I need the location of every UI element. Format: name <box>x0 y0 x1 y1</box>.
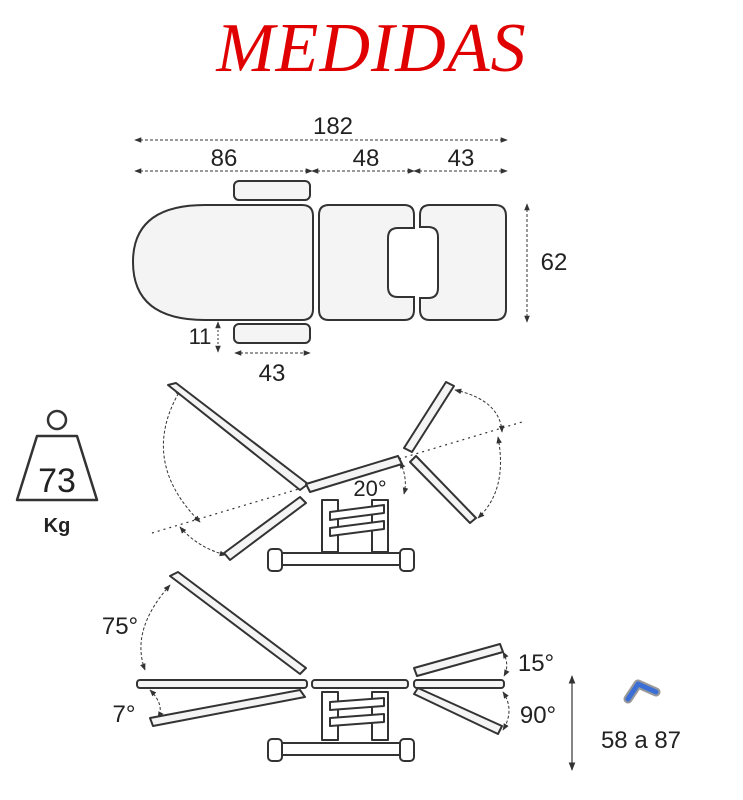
tilt-view <box>151 381 523 572</box>
armrest-bottom <box>233 323 311 344</box>
pedal-icon <box>623 679 661 704</box>
dim-total-label: 182 <box>313 113 353 140</box>
page-title: MEDIDAS <box>216 10 527 87</box>
dim-head-label: 86 <box>211 145 238 172</box>
leg-section <box>419 204 507 321</box>
legs-up-angle-label: 15° <box>518 650 554 677</box>
back-down-angle-label: 7° <box>113 701 136 728</box>
dim-armrest-length-label: 43 <box>259 360 286 387</box>
weight-value: 73 <box>38 462 76 500</box>
dim-legs-label: 43 <box>448 145 475 172</box>
top-view <box>131 137 530 356</box>
tilt-angle-label: 20° <box>353 476 386 501</box>
seat-section <box>318 204 415 321</box>
weight-icon <box>15 409 99 502</box>
dim-seat-label: 48 <box>353 145 380 172</box>
dim-armrest-gap-label: 11 <box>189 324 212 349</box>
weight-unit: Kg <box>44 515 71 537</box>
back-up-angle-label: 75° <box>102 613 138 640</box>
legs-down-angle-label: 90° <box>520 702 556 729</box>
height-range-label: 58 a 87 <box>601 727 681 754</box>
articulation-view <box>136 571 576 771</box>
armrest-top <box>233 180 311 201</box>
dim-width-label: 62 <box>541 249 568 276</box>
head-section <box>131 204 314 321</box>
